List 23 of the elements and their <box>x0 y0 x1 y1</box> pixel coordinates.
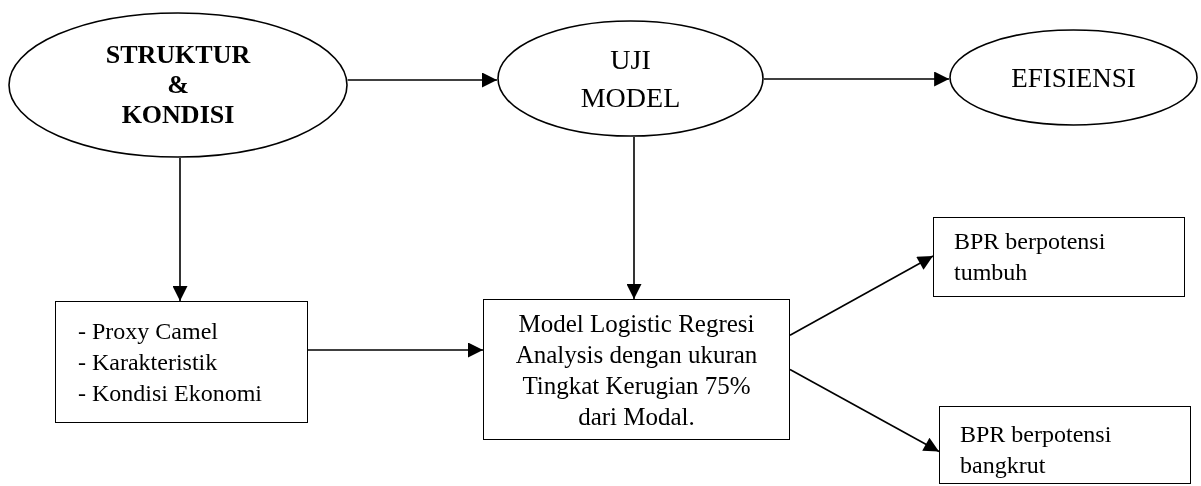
arrow <box>789 368 940 453</box>
node-text: Model Logistic Regresi Analysis dengan ukuran Tingkat Kerugian 75% dari Modal. <box>514 308 759 432</box>
arrow <box>626 136 642 300</box>
arrow <box>172 157 188 302</box>
process-box <box>55 301 308 423</box>
arrow <box>763 71 950 87</box>
process-box <box>483 299 790 440</box>
arrow <box>346 72 498 88</box>
node-text: - Proxy Camel <box>78 316 219 346</box>
process-box <box>939 406 1191 484</box>
arrow <box>789 255 934 336</box>
process-ellipse <box>8 12 348 158</box>
node-text: EFISIENSI <box>1011 61 1136 95</box>
node-text: UJI MODEL <box>580 42 681 115</box>
node-text: - Karakteristik <box>78 347 219 377</box>
process-box <box>933 217 1185 297</box>
process-ellipse <box>497 20 764 137</box>
node-text: - Kondisi Ekonomi <box>78 378 262 408</box>
node-text: STRUKTUR & KONDISI <box>105 40 251 130</box>
node-text: BPR berpotensi tumbuh <box>954 227 1107 287</box>
arrow <box>307 342 484 358</box>
node-text: BPR berpotensi bangkrut <box>960 420 1113 480</box>
process-ellipse <box>949 29 1198 126</box>
